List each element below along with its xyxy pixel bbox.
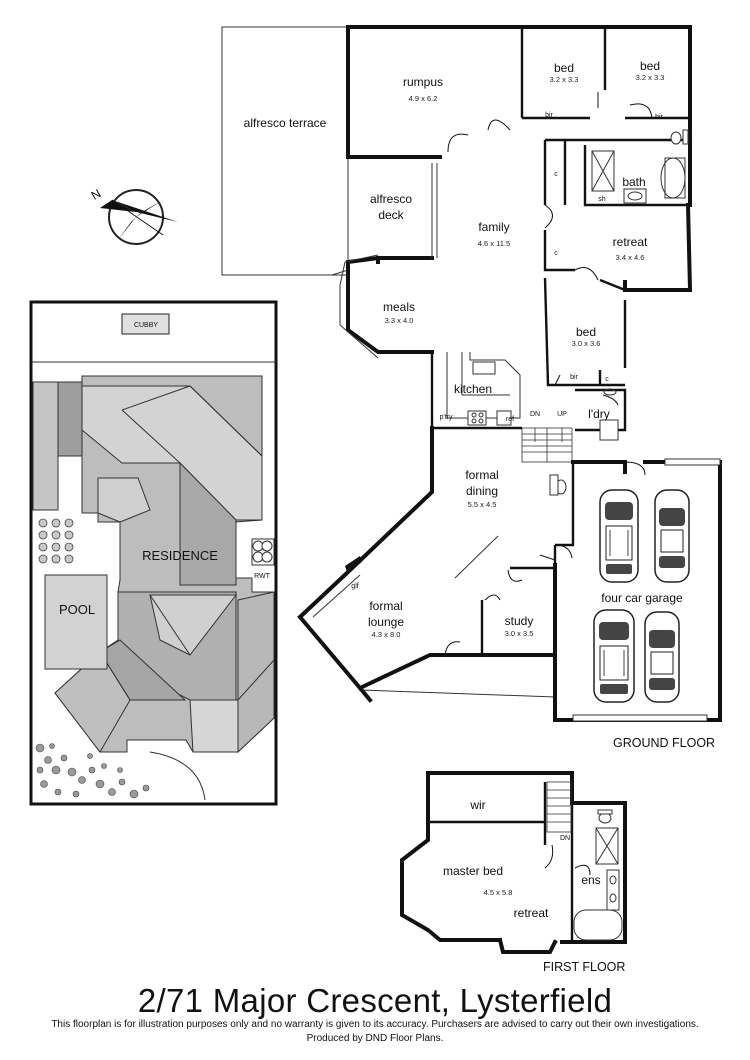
room-label-bir-2: bir [655,114,663,121]
room-dims-bed-3: 3.0 x 3.6 [572,339,601,348]
ground-floor [221,25,722,722]
room-dims-master-bed: 4.5 x 5.8 [484,888,513,897]
first-floor [400,771,627,954]
room-label-ensuite: ens [581,873,600,887]
cubby-label: CUBBY [134,322,158,329]
room-label-formal-dining-line-1: formal [465,468,498,482]
room-label-shower: sh [598,196,606,203]
residence-roof [32,375,275,754]
room-label-closet-3: c [605,376,609,383]
room-label-bed-2: bed [640,59,660,73]
room-dims-formal-lounge: 4.3 x 8.0 [372,630,401,639]
room-label-rumpus: rumpus [403,75,443,89]
room-dims-bed-1: 3.2 x 3.3 [550,75,579,84]
room-label-family: family [478,220,509,234]
room-label-master-bed: master bed [443,864,503,878]
room-label-alfresco-terrace: alfresco terrace [244,116,327,130]
site-circles [38,518,74,564]
room-dims-retreat: 3.4 x 4.6 [616,253,645,262]
room-label-bir-1: bir [545,112,553,119]
room-label-glf: glf [351,583,358,590]
stairs-label-up: UP [557,411,567,418]
property-address-title: 2/71 Major Crescent, Lysterfield [137,982,613,1019]
rainwater-tanks [251,538,275,566]
stairs-label-down: DN [530,411,540,418]
pool-label: POOL [59,602,95,617]
room-label-bir-3: bir [570,374,578,381]
stairs-label-down-first: DN [560,835,570,842]
room-label-study: study [505,614,534,628]
room-label-alfresco-deck-line-2: deck [378,208,404,222]
room-label-bed-1: bed [554,61,574,75]
room-label-pantry: p'try [439,414,453,421]
room-label-closet-1: c [554,171,558,178]
cubby [121,313,170,335]
room-dims-meals: 3.3 x 4.0 [385,316,414,325]
room-label-bed-3: bed [576,325,596,339]
rwt-label: RWT [254,573,271,580]
room-label-formal-dining-line-2: dining [466,484,498,498]
door-arcs [444,92,653,656]
residence-label: RESIDENCE [142,548,218,563]
room-label-ref: ref [506,416,514,423]
room-label-garage: four car garage [601,591,683,605]
room-label-wir: wir [469,798,485,812]
floor-label-first: FIRST FLOOR [543,960,625,974]
garage-cars [593,489,690,703]
site-plan: CUBBY RESIDENCE POOL [29,300,278,806]
pool [44,574,108,670]
room-label-formal-lounge-line-1: formal [369,599,402,613]
garden-shrubs [35,743,150,799]
ground-floor-labels: rumpus 4.9 x 6.2 bed 3.2 x 3.3 bed 3.2 x… [244,59,715,750]
room-label-formal-lounge-line-2: lounge [368,615,404,629]
alfresco-terrace [221,26,349,276]
room-label-meals: meals [383,300,415,314]
room-dims-rumpus: 4.9 x 6.2 [409,94,438,103]
room-label-closet-2: c [554,250,558,257]
disclaimer-text: This floorplan is for illustration purpo… [51,1019,699,1030]
room-label-master-retreat: retreat [514,906,549,920]
room-dims-formal-dining: 5.5 x 4.5 [468,500,497,509]
compass-icon: N [89,186,178,245]
ground-stairs [521,427,573,463]
room-label-alfresco-deck-line-1: alfresco [370,192,412,206]
room-label-laundry: l'dry [588,407,610,421]
room-label-retreat: retreat [613,235,648,249]
room-dims-bed-2: 3.2 x 3.3 [636,73,665,82]
room-dims-family: 4.6 x 11.5 [478,239,510,248]
room-dims-study: 3.0 x 3.5 [505,629,534,638]
compass-north-letter: N [89,186,104,202]
producer-credit: Produced by DND Floor Plans. [306,1033,444,1044]
room-label-kitchen: kitchen [454,382,492,396]
first-floor-stairs [546,781,572,833]
room-label-bath: bath [622,175,645,189]
first-floor-labels: wir DN master bed 4.5 x 5.8 retreat ens … [443,798,625,974]
floor-label-ground: GROUND FLOOR [613,736,715,750]
